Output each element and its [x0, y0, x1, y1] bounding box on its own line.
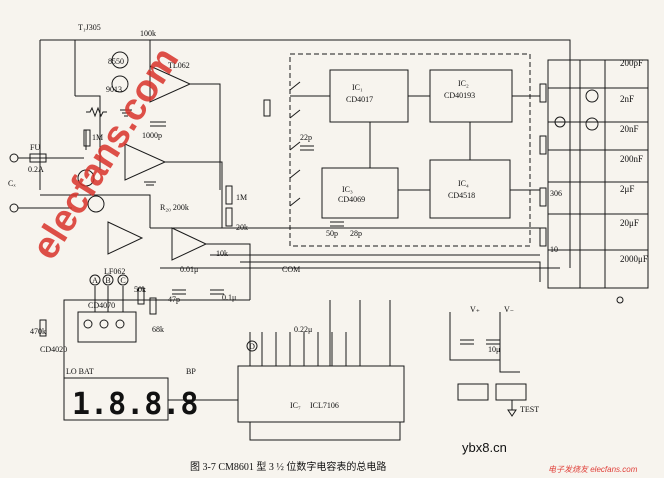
cx-label: Cₓ — [8, 179, 16, 188]
ic3-name: IC₃ — [342, 185, 353, 194]
ic1-part: CD4017 — [346, 95, 373, 104]
ic2-part: CD40193 — [444, 91, 475, 100]
figure-caption: 图 3-7 CM8601 型 3 ½ 位数字电容表的总电路 — [190, 460, 386, 473]
bp-label: BP — [186, 367, 196, 376]
ic5-part: CD4020 — [40, 345, 67, 354]
node-c-label: C — [120, 276, 125, 285]
r-470k: 470k — [30, 327, 46, 336]
node-d-label: D — [249, 342, 255, 351]
ic2-name: IC₂ — [458, 79, 469, 88]
test-label: TEST — [520, 405, 539, 414]
r-68k: 68k — [152, 325, 164, 334]
c-28p: 28p — [350, 229, 362, 238]
c-01u: 0.1μ — [222, 293, 236, 302]
logo-text: 电子发烧友 elecfans.com — [548, 465, 638, 474]
t2-label: 8550 — [108, 57, 124, 66]
r-100k: 100k — [140, 29, 156, 38]
com-label: COM — [282, 265, 300, 274]
range-label: 2nF — [620, 94, 634, 104]
fu-label: FU — [30, 143, 40, 152]
fu-value: 0.2A — [28, 165, 44, 174]
c-50p: 50p — [326, 229, 338, 238]
c-001u: 0.01μ — [180, 265, 198, 274]
r-50k: 50k — [134, 285, 146, 294]
site-mark: ybx8.cn — [462, 440, 507, 455]
r-1m: 1M — [92, 133, 103, 142]
v-plus: V₊ — [470, 305, 480, 314]
range-label: 2000μF — [620, 254, 648, 264]
r-1m2: 1M — [236, 193, 247, 202]
r-10: 10 — [550, 245, 558, 254]
c-1000p: 1000p — [142, 131, 162, 140]
ic1-name: IC₁ — [352, 83, 363, 92]
ic4-part: CD4518 — [448, 191, 475, 200]
range-label: 20nF — [620, 124, 639, 134]
watermark-text: elecfans.com — [24, 40, 187, 266]
node-b-label: B — [105, 276, 110, 285]
ic4-name: IC₄ — [458, 179, 469, 188]
jfet-label: T₁J305 — [78, 23, 101, 32]
c-47p: 47p — [168, 295, 180, 304]
range-label: 200pF — [620, 58, 643, 68]
node-a-label: A — [92, 276, 98, 285]
ic7-part: ICL7106 — [310, 401, 339, 410]
c-10u: 10μ — [488, 345, 500, 354]
opamp-a-label: TL062 — [168, 61, 190, 70]
ic3-part: CD4069 — [338, 195, 365, 204]
lcd-label: LO BAT — [66, 367, 94, 376]
ic6-part: CD4070 — [88, 301, 115, 310]
lcd-digits: 1.8.8.8 — [72, 387, 198, 422]
r-306: 306 — [550, 189, 562, 198]
c-22u: 0.22μ — [294, 325, 312, 334]
c-22p: 22p — [300, 133, 312, 142]
r-20k: 20k — [236, 223, 248, 232]
range-label: 200nF — [620, 154, 643, 164]
v-minus: V₋ — [504, 305, 514, 314]
range-label: 20μF — [620, 218, 639, 228]
opamp-b-label: LF062 — [104, 267, 125, 276]
r-10k: 10k — [216, 249, 228, 258]
range-label: 2μF — [620, 184, 634, 194]
ic7-name: IC₇ — [290, 401, 301, 410]
t3-label: 9013 — [106, 85, 122, 94]
r-200k: R₂₀ 200k — [160, 203, 189, 212]
